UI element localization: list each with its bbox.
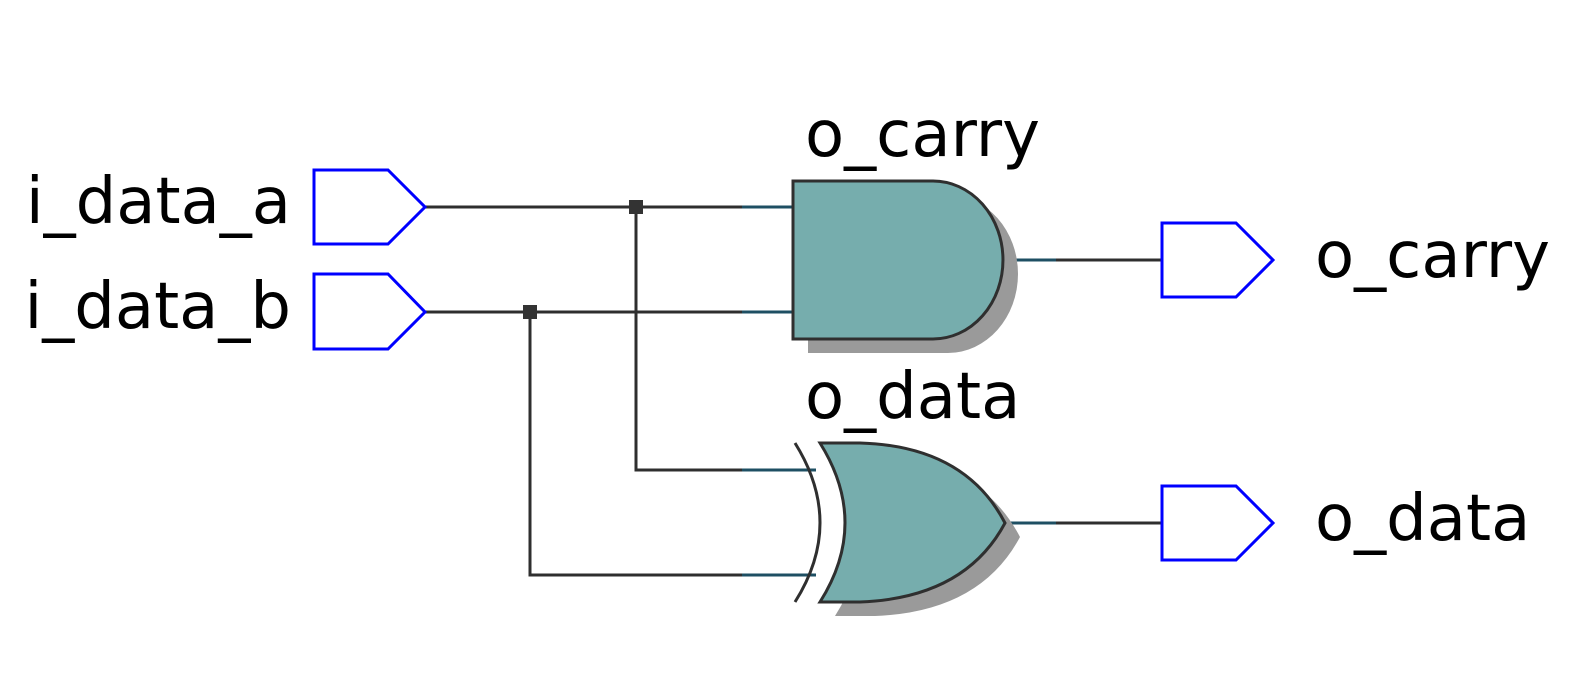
input-label-a: i_data_a: [26, 165, 291, 239]
wire-b-to-xor[interactable]: [528, 312, 816, 577]
input-port-b-icon[interactable]: [312, 272, 428, 351]
output-label-carry: o_carry: [1315, 219, 1550, 293]
xor-gate[interactable]: [793, 441, 1020, 616]
output-label-data: o_data: [1315, 482, 1530, 556]
port-symbols: [312, 168, 1276, 562]
junction-dot: [523, 305, 537, 319]
input-port-a-icon[interactable]: [312, 168, 428, 246]
xor-gate-label: o_data: [805, 360, 1020, 434]
input-label-b: i_data_b: [24, 270, 291, 344]
and-gate[interactable]: [791, 179, 1018, 353]
output-port-data-icon[interactable]: [1160, 484, 1276, 562]
and-gate-label: o_carry: [805, 98, 1040, 172]
and-gate-icon: [791, 179, 1005, 341]
wire-a-to-xor[interactable]: [634, 207, 816, 472]
xor-gate-icon: [817, 441, 1007, 604]
output-port-carry-icon[interactable]: [1160, 221, 1276, 299]
junction-dot: [629, 200, 643, 214]
xor-gate-back-curve: [793, 442, 822, 603]
